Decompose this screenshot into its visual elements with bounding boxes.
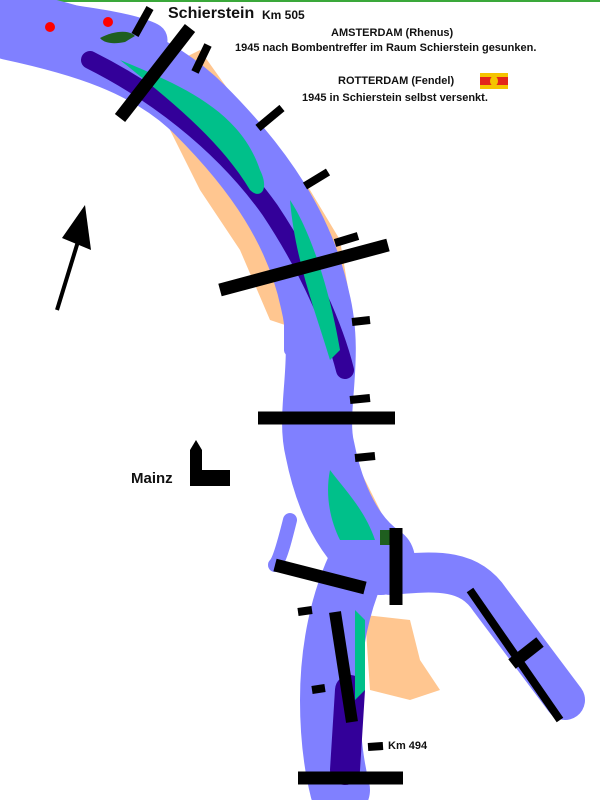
islands: [120, 60, 375, 700]
church-icon: [190, 440, 230, 486]
wreck-marker-rotterdam: [103, 17, 113, 27]
ship-name-rotterdam: ROTTERDAM (Fendel): [338, 75, 455, 87]
ship-name-amsterdam: AMSTERDAM (Rhenus): [331, 27, 454, 39]
north-arrow-icon: [55, 205, 91, 311]
ship-note-amsterdam: 1945 nach Bombentreffer im Raum Schierst…: [235, 42, 537, 54]
harbor-wreck-area: [100, 31, 135, 44]
place-label-schierstein: Schierstein: [168, 5, 255, 22]
ship-note-rotterdam: 1945 in Schierstein selbst versenkt.: [302, 92, 488, 104]
wreck-marker-amsterdam: [45, 22, 55, 32]
place-label-mainz: Mainz: [131, 470, 173, 487]
km-label-505: Km 505: [262, 8, 305, 22]
km-label-494: Km 494: [388, 740, 428, 752]
fendel-flag-icon: [480, 73, 508, 89]
km-markers: [114, 6, 564, 785]
top-border: [0, 0, 600, 2]
river-water: [0, 0, 585, 800]
